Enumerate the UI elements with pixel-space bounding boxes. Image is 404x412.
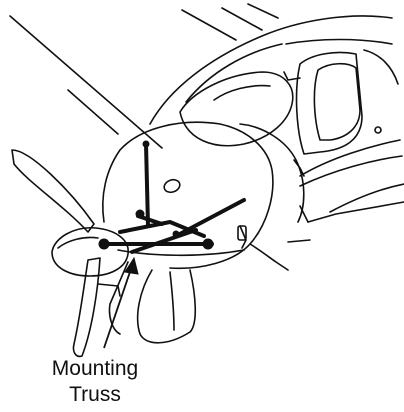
upper-wing-line xyxy=(181,9,237,41)
windshield-inner xyxy=(213,84,271,101)
cowling xyxy=(119,121,274,270)
underside xyxy=(287,239,311,243)
cowl-seam xyxy=(117,249,245,257)
truss-joint xyxy=(135,209,145,219)
propeller-spinner xyxy=(51,227,129,277)
callout-line-2: Truss xyxy=(69,383,121,406)
truss-diagonal xyxy=(130,228,198,254)
door-frame xyxy=(283,71,301,81)
right-wing xyxy=(329,183,404,213)
oil-door xyxy=(163,178,181,194)
wheel-pant xyxy=(97,283,121,297)
callout-line-1: Mounting xyxy=(51,357,139,380)
cowling-panel xyxy=(239,225,247,249)
truss-joint xyxy=(98,238,110,250)
cowling-edge xyxy=(239,123,305,223)
cowling-lower xyxy=(101,149,121,223)
nose-gear-fairing xyxy=(136,269,197,344)
wing-line xyxy=(67,89,119,135)
wing-root xyxy=(299,205,309,223)
underside xyxy=(249,243,289,271)
nose-gear-strut xyxy=(108,261,129,335)
upper-wing-line xyxy=(247,3,279,19)
cowling-vent xyxy=(237,225,247,241)
callout-leader-line xyxy=(103,265,133,349)
truss-vertical-arm xyxy=(144,142,150,228)
mounting-truss-callout: Mounting Truss xyxy=(20,356,170,408)
cabin-side xyxy=(285,38,393,45)
fuselage-side xyxy=(299,155,403,187)
truss-top-fitting xyxy=(142,140,150,148)
propeller-blade-upper xyxy=(11,149,95,233)
windshield-frame xyxy=(185,43,283,103)
spinner-tip xyxy=(57,236,99,249)
right-wing xyxy=(307,201,404,223)
callout-arrowhead xyxy=(124,256,139,275)
wing-line xyxy=(9,15,163,149)
door-outline xyxy=(295,51,363,155)
propeller-blade-lower xyxy=(72,257,101,358)
fuselage-side xyxy=(299,139,401,177)
truss-joint xyxy=(172,230,180,238)
side-window xyxy=(313,62,361,141)
door-handle xyxy=(374,126,382,134)
rear-cabin xyxy=(363,49,399,85)
fuselage-top xyxy=(149,15,393,125)
upper-wing-line xyxy=(221,7,263,31)
truss-joint xyxy=(202,238,214,250)
windshield xyxy=(179,71,294,147)
nose-gear-fairing xyxy=(169,271,175,331)
